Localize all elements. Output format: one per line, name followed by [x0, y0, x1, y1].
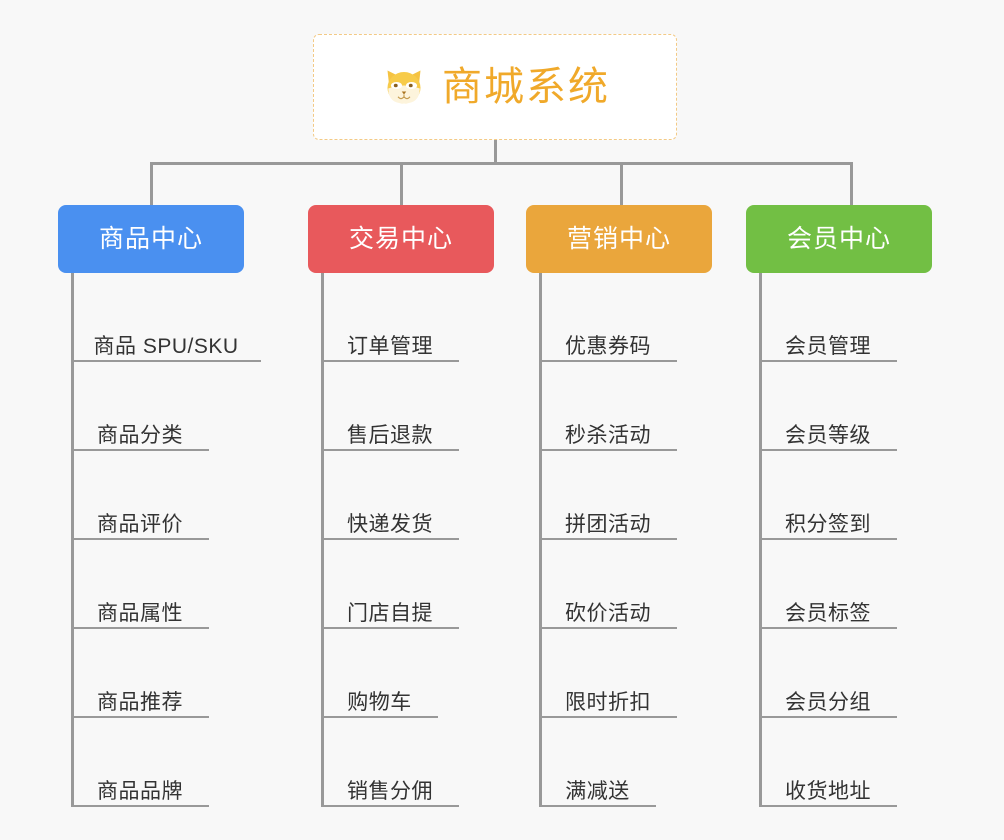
leaf-item-label: 商品分类	[97, 423, 183, 447]
column-spine	[71, 273, 74, 807]
leaf-item[interactable]: 快递发货	[321, 451, 459, 540]
leaf-item[interactable]: 商品属性	[71, 540, 209, 629]
leaf-item[interactable]: 订单管理	[321, 273, 459, 362]
leaf-item-label: 购物车	[347, 690, 412, 714]
category-box-2[interactable]: 交易中心	[308, 205, 494, 273]
leaf-item[interactable]: 会员标签	[759, 540, 897, 629]
leaf-item[interactable]: 砍价活动	[539, 540, 677, 629]
root-title: 商城系统	[442, 65, 610, 109]
leaf-item-label: 限时折扣	[565, 690, 651, 714]
connector-root-stem	[494, 140, 497, 164]
leaf-item-label: 积分签到	[785, 512, 871, 536]
column-spine	[321, 273, 324, 807]
leaf-item-label: 会员标签	[785, 601, 871, 625]
leaf-item[interactable]: 门店自提	[321, 540, 459, 629]
leaf-item-label: 优惠券码	[565, 334, 651, 358]
category-box-4[interactable]: 会员中心	[746, 205, 932, 273]
leaf-item-label: 会员管理	[785, 334, 871, 358]
leaf-item[interactable]: 秒杀活动	[539, 362, 677, 451]
leaf-item[interactable]: 商品评价	[71, 451, 209, 540]
leaf-item-label: 满减送	[565, 779, 630, 803]
leaf-item-label: 快递发货	[347, 512, 433, 536]
leaf-item-label: 收货地址	[785, 779, 871, 803]
leaf-item-label: 商品品牌	[97, 779, 183, 803]
category-label-1: 商品中心	[98, 224, 203, 253]
shiba-inu-icon	[387, 70, 421, 104]
category-box-1[interactable]: 商品中心	[58, 205, 244, 273]
leaf-item[interactable]: 销售分佣	[321, 718, 459, 807]
leaf-item[interactable]: 购物车	[321, 629, 438, 718]
leaf-item[interactable]: 积分签到	[759, 451, 897, 540]
connector-drop-1	[150, 162, 153, 207]
leaf-item[interactable]: 商品品牌	[71, 718, 209, 807]
connector-drop-4	[850, 162, 853, 207]
leaf-item[interactable]: 会员管理	[759, 273, 897, 362]
category-label-3: 营销中心	[566, 224, 671, 253]
leaf-item-label: 门店自提	[347, 601, 433, 625]
leaf-item[interactable]: 满减送	[539, 718, 656, 807]
leaf-item-label: 商品推荐	[97, 690, 183, 714]
leaf-item[interactable]: 拼团活动	[539, 451, 677, 540]
connector-drop-2	[400, 162, 403, 207]
root-node[interactable]: 商城系统	[313, 34, 677, 140]
leaf-item-label: 商品 SPU/SKU	[93, 334, 239, 358]
leaf-item[interactable]: 优惠券码	[539, 273, 677, 362]
leaf-item-label: 会员等级	[785, 423, 871, 447]
leaf-item[interactable]: 会员分组	[759, 629, 897, 718]
leaf-item-label: 商品评价	[97, 512, 183, 536]
column-spine	[759, 273, 762, 807]
category-label-2: 交易中心	[348, 224, 453, 253]
leaf-item[interactable]: 收货地址	[759, 718, 897, 807]
leaf-item[interactable]: 商品推荐	[71, 629, 209, 718]
leaf-item-label: 商品属性	[97, 601, 183, 625]
column-spine	[539, 273, 542, 807]
leaf-item[interactable]: 商品 SPU/SKU	[71, 273, 261, 362]
leaf-item-label: 会员分组	[785, 690, 871, 714]
leaf-item-label: 秒杀活动	[565, 423, 651, 447]
category-label-4: 会员中心	[786, 224, 891, 253]
leaf-item-label: 订单管理	[347, 334, 433, 358]
category-box-3[interactable]: 营销中心	[526, 205, 712, 273]
connector-drop-3	[620, 162, 623, 207]
leaf-item-label: 售后退款	[347, 423, 433, 447]
leaf-item[interactable]: 限时折扣	[539, 629, 677, 718]
connector-horizontal-bus	[150, 162, 853, 165]
leaf-item[interactable]: 会员等级	[759, 362, 897, 451]
leaf-item-label: 销售分佣	[347, 779, 433, 803]
leaf-item-label: 拼团活动	[565, 512, 651, 536]
leaf-item[interactable]: 商品分类	[71, 362, 209, 451]
leaf-item-label: 砍价活动	[565, 601, 651, 625]
leaf-item[interactable]: 售后退款	[321, 362, 459, 451]
